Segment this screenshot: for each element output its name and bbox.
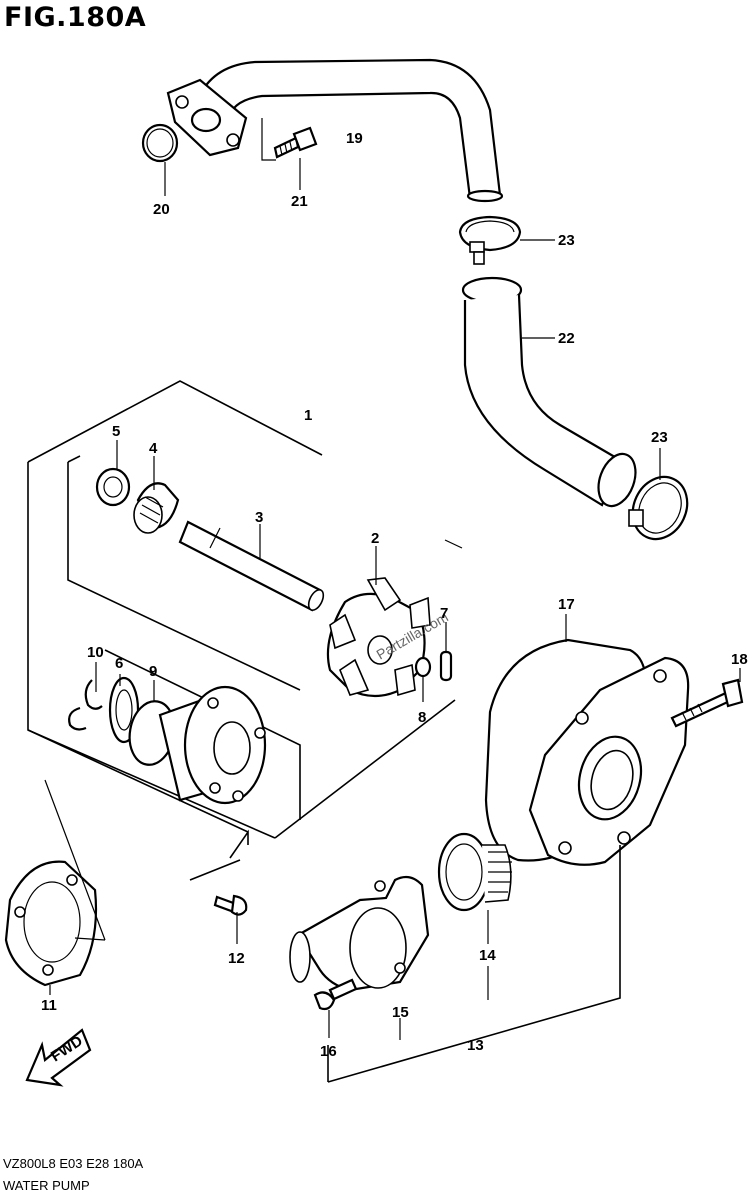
footer-code: VZ800L8 E03 E28 180A bbox=[3, 1156, 144, 1171]
part-5-seal[interactable] bbox=[95, 467, 131, 507]
callout-21: 21 bbox=[291, 193, 308, 210]
part-8-washer[interactable] bbox=[414, 656, 432, 678]
callout-14: 14 bbox=[479, 947, 496, 964]
callout-17: 17 bbox=[558, 596, 575, 613]
callout-9: 9 bbox=[149, 663, 157, 680]
fwd-arrow: FWD bbox=[25, 1028, 92, 1087]
callout-10: 10 bbox=[87, 644, 104, 661]
footer-name: WATER PUMP bbox=[3, 1178, 90, 1193]
callout-6: 6 bbox=[115, 655, 123, 672]
part-20-o-ring[interactable] bbox=[141, 123, 179, 163]
part-4-mechanical-seal[interactable] bbox=[133, 482, 180, 534]
callout-20: 20 bbox=[153, 201, 170, 218]
callout-5: 5 bbox=[112, 423, 120, 440]
callout-7: 7 bbox=[440, 605, 448, 622]
part-18-bolt[interactable] bbox=[670, 678, 744, 728]
callout-19: 19 bbox=[346, 130, 363, 147]
callout-3: 3 bbox=[255, 509, 263, 526]
callout-1: 1 bbox=[304, 407, 312, 424]
pump-cover[interactable] bbox=[528, 656, 690, 866]
callout-13: 13 bbox=[467, 1037, 484, 1054]
assembly-13-bracket bbox=[327, 845, 621, 1083]
part-23-lower-clamp[interactable] bbox=[623, 468, 697, 548]
part-10-circlip[interactable] bbox=[68, 679, 103, 731]
part-16-bolt[interactable] bbox=[313, 978, 358, 1011]
part-12-bolt[interactable] bbox=[213, 894, 248, 916]
figure-title: FIG.180A bbox=[4, 2, 147, 33]
part-23-upper-clamp[interactable] bbox=[458, 215, 522, 265]
assembly-1-outline bbox=[27, 380, 463, 881]
leader-11a bbox=[44, 779, 106, 941]
callout-2: 2 bbox=[371, 530, 379, 547]
callout-8: 8 bbox=[418, 709, 426, 726]
leader-21 bbox=[261, 118, 276, 161]
part-21-bolt[interactable] bbox=[273, 126, 318, 159]
callout-23-lower: 23 bbox=[651, 429, 668, 446]
callout-22: 22 bbox=[558, 330, 575, 347]
part-7-pin[interactable] bbox=[439, 650, 453, 682]
leader-lines bbox=[49, 158, 741, 1038]
part-3-shaft[interactable] bbox=[178, 520, 326, 613]
callout-12: 12 bbox=[228, 950, 245, 967]
part-11-gasket[interactable] bbox=[4, 860, 98, 987]
callout-15: 15 bbox=[392, 1004, 409, 1021]
part-2-impeller[interactable] bbox=[326, 577, 431, 698]
callout-23-upper: 23 bbox=[558, 232, 575, 249]
callout-18: 18 bbox=[731, 651, 748, 668]
callout-4: 4 bbox=[149, 440, 158, 457]
callout-16: 16 bbox=[320, 1043, 337, 1060]
part-19-pipe[interactable] bbox=[166, 58, 504, 203]
leader-11b bbox=[74, 937, 106, 941]
part-15-thermostat-cover[interactable] bbox=[289, 875, 430, 992]
part-14-thermostat[interactable] bbox=[437, 832, 512, 912]
callout-labels: 1 2 3 4 5 6 7 8 9 10 11 12 13 14 15 16 1… bbox=[41, 130, 748, 1060]
callout-11: 11 bbox=[41, 997, 57, 1014]
part-22-hose[interactable] bbox=[461, 276, 642, 511]
pump-housing[interactable] bbox=[158, 685, 267, 805]
